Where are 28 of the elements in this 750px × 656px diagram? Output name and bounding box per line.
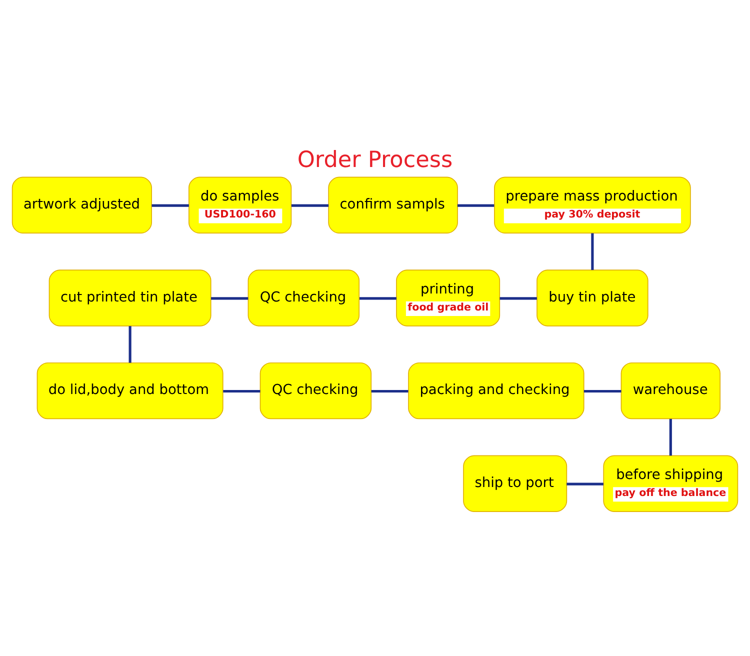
connector [591, 232, 594, 270]
connector [223, 389, 260, 392]
node-box: cut printed tin plate [48, 269, 212, 326]
node-box: buy tin plate [536, 269, 648, 326]
connector [566, 482, 604, 485]
node-box: printing food grade oil [396, 269, 500, 326]
connector [669, 418, 672, 456]
node-box: do samples USD100-160 [188, 176, 292, 234]
node-box: artwork adjusted [12, 176, 152, 234]
connector [359, 296, 396, 300]
connector [291, 204, 328, 206]
connector [371, 389, 408, 392]
connector [458, 204, 494, 206]
connector [584, 389, 622, 392]
node-box: packing and checking [408, 362, 584, 419]
node-box: before shipping pay off the balance [603, 454, 738, 512]
node-box: QC checking [260, 362, 372, 419]
connector [152, 204, 189, 206]
node-box: ship to port [463, 454, 568, 512]
connector [500, 296, 537, 300]
connector [211, 296, 248, 300]
node-box: confirm sampls [328, 176, 458, 234]
node-box: warehouse [620, 362, 720, 419]
node-box: do lid,body and bottom [36, 362, 224, 419]
connector [128, 326, 132, 362]
node-box: prepare mass production pay 30% deposit [494, 176, 691, 234]
diagram-title: Order Process [297, 146, 453, 172]
node-box: QC checking [248, 269, 360, 326]
